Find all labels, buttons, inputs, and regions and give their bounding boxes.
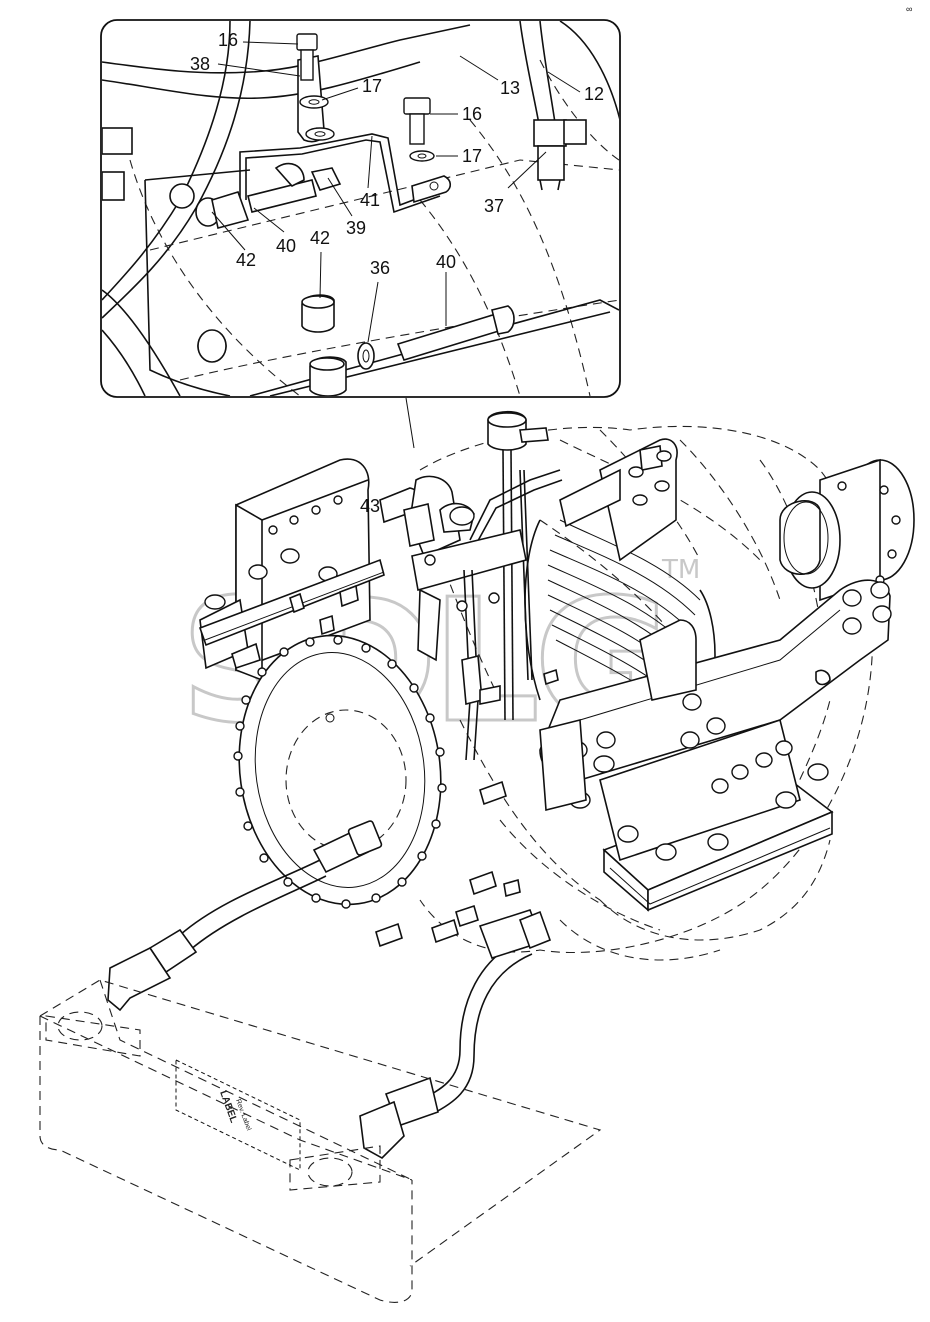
oil-cooler: LABEL Rev. Label xyxy=(39,979,602,1303)
callout-39: 39 xyxy=(346,218,366,238)
callout-13: 13 xyxy=(500,78,520,98)
callout-37: 37 xyxy=(484,196,504,216)
callout-16a: 16 xyxy=(218,30,238,50)
transmission-assembly: LABEL Rev. Label 43 xyxy=(39,410,915,1303)
detail-inset: 16 38 17 13 12 16 17 41 39 37 42 40 42 3… xyxy=(100,19,621,398)
cooler-hoses xyxy=(107,859,552,1159)
detail-frame xyxy=(100,19,621,398)
cooler-label: LABEL xyxy=(217,1089,239,1124)
callout-17b: 17 xyxy=(462,146,482,166)
callout-40b: 40 xyxy=(436,252,456,272)
corner-mark: ∞ xyxy=(906,4,912,14)
callout-42b: 42 xyxy=(310,228,330,248)
callout-12: 12 xyxy=(584,84,604,104)
output-shaft xyxy=(779,458,915,602)
callout-42a: 42 xyxy=(236,250,256,270)
callout-16b: 16 xyxy=(462,104,482,124)
callout-40a: 40 xyxy=(276,236,296,256)
left-mount xyxy=(198,458,421,682)
inset-leader xyxy=(405,397,415,449)
callout-36: 36 xyxy=(370,258,390,278)
top-right-bracket xyxy=(559,438,678,562)
valve-block xyxy=(559,718,834,961)
dipstick-assembly xyxy=(403,410,563,761)
callout-43: 43 xyxy=(360,496,380,516)
loose-fittings xyxy=(231,642,831,948)
callout-17a: 17 xyxy=(362,76,382,96)
flange-cover xyxy=(233,634,447,909)
callout-38: 38 xyxy=(190,54,210,74)
callout-41: 41 xyxy=(360,190,380,210)
watermark-trademark: TM xyxy=(661,555,700,585)
right-mount xyxy=(539,579,892,812)
